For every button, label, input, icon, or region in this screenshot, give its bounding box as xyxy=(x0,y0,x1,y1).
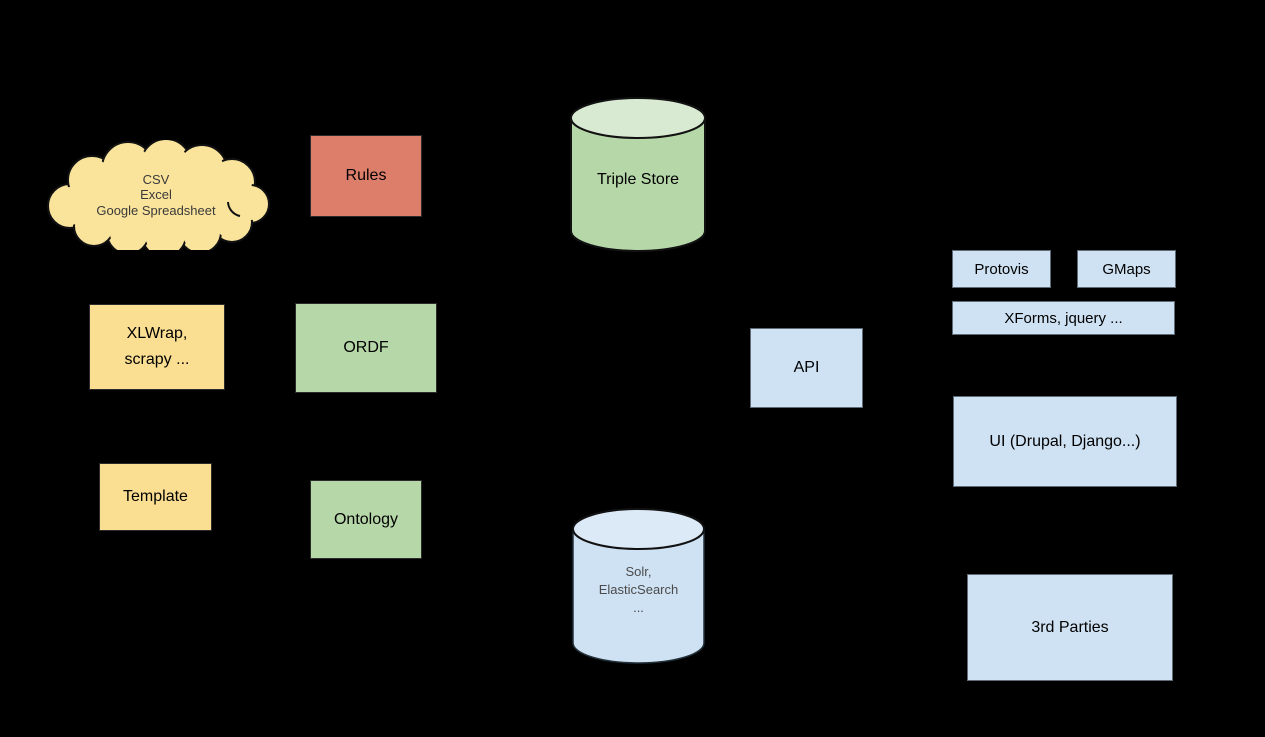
xforms-jquery-label: XForms, jquery ... xyxy=(1004,309,1123,327)
template-label: Template xyxy=(123,488,188,505)
solr-line-3: ... xyxy=(633,600,644,615)
solr-line-2: ElasticSearch xyxy=(598,582,679,597)
xlwrap-scrapy-box: XLWrap, scrapy ... xyxy=(89,304,225,390)
cloud-line-3: Google Spreadsheet xyxy=(96,202,216,218)
ui-label: UI (Drupal, Django...) xyxy=(989,432,1141,450)
cloud-inner-arc xyxy=(227,201,241,217)
solr-elasticsearch-cylinder xyxy=(572,508,705,664)
solr-line-1: Solr, xyxy=(625,564,652,579)
third-parties-box: 3rd Parties xyxy=(967,574,1173,681)
xforms-jquery-box: XForms, jquery ... xyxy=(952,301,1175,335)
ontology-box: Ontology xyxy=(310,480,422,559)
ordf-box: ORDF xyxy=(295,303,437,393)
rules-box: Rules xyxy=(310,135,422,217)
rules-label: Rules xyxy=(345,167,387,184)
cloud-line-2: Excel xyxy=(140,187,172,203)
gmaps-label: GMaps xyxy=(1102,260,1151,278)
triple-store-cylinder xyxy=(570,97,706,252)
solr-elasticsearch-label-wrap: Solr, ElasticSearch ... xyxy=(572,530,705,650)
cloud-shape xyxy=(47,140,270,250)
gmaps-box: GMaps xyxy=(1077,250,1176,288)
protovis-box: Protovis xyxy=(952,250,1051,288)
api-label: API xyxy=(793,359,820,376)
xlwrap-line-1: XLWrap, xyxy=(126,325,188,342)
protovis-label: Protovis xyxy=(974,260,1029,278)
triple-store-label: Triple Store xyxy=(596,171,680,188)
ui-box: UI (Drupal, Django...) xyxy=(953,396,1177,487)
cloud-line-1: CSV xyxy=(142,171,170,187)
triple-store-label-wrap: Triple Store xyxy=(570,120,706,240)
ontology-label: Ontology xyxy=(333,510,399,528)
ordf-label: ORDF xyxy=(343,339,389,356)
api-box: API xyxy=(750,328,863,408)
third-parties-label: 3rd Parties xyxy=(1031,618,1109,636)
template-box: Template xyxy=(99,463,212,531)
xlwrap-line-2: scrapy ... xyxy=(124,351,190,368)
cloud-csv-excel-gsheet: CSV Excel Google Spreadsheet xyxy=(40,140,272,250)
